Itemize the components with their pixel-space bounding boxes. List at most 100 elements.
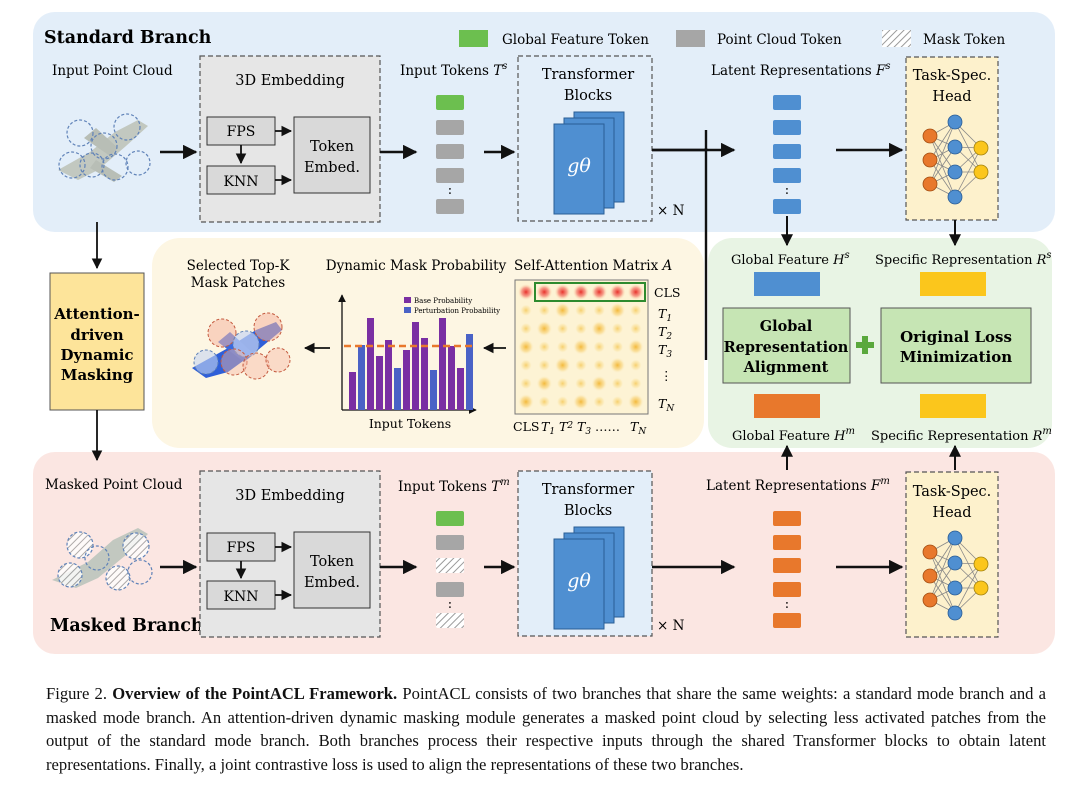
masked-point-cloud-label: Masked Point Cloud	[45, 477, 183, 493]
attention-cell	[591, 320, 608, 337]
standard-fps-box	[206, 116, 276, 146]
caption-title: Overview of the PointACL Framework.	[112, 684, 398, 703]
global-feature-s-bar	[754, 272, 820, 296]
base-probability-bar	[403, 350, 410, 410]
attention-cell	[593, 359, 606, 372]
attention-cell	[611, 340, 624, 353]
attention-cell	[520, 377, 532, 390]
masked-latent-label: Latent Representations Fm	[706, 476, 890, 494]
specific-rep-s-bar	[920, 272, 986, 296]
attention-cell	[611, 395, 624, 408]
figure-caption: Figure 2. Overview of the PointACL Frame…	[46, 682, 1046, 776]
attention-cell	[591, 375, 608, 392]
legend-global-token-label: Global Feature Token	[502, 32, 649, 48]
standard-embedding-title: 3D Embedding	[235, 73, 344, 89]
masked-latent-token	[773, 558, 801, 573]
standard-token-embed-box	[293, 116, 371, 194]
masked-head-label-1: Task-Spec.	[913, 484, 992, 500]
input-point-cloud-image	[58, 113, 151, 182]
masked-latent-token	[773, 535, 801, 550]
global-feature-m-bar	[754, 394, 820, 418]
standard-transformer-layer	[553, 123, 605, 215]
framework-diagram: Global Feature Token Point Cloud Token M…	[33, 12, 1055, 654]
perturbation-probability-bar	[448, 346, 455, 410]
specific-rep-s-label: Specific Representation Rs	[875, 250, 1052, 268]
mask-probability-title: Dynamic Mask Probability	[326, 258, 507, 274]
masking-box-line-3: Dynamic	[60, 346, 133, 364]
perturbation-probability-bar	[358, 345, 365, 410]
masked-latent-token	[773, 582, 801, 597]
attention-cell	[574, 304, 587, 317]
standard-latent-dots: :	[785, 183, 789, 198]
masked-head-network-icon	[922, 530, 989, 621]
attention-cell	[556, 395, 569, 408]
attention-cell	[593, 395, 606, 408]
masked-fps-box	[206, 532, 276, 562]
attention-cell	[593, 340, 606, 353]
standard-knn-box	[206, 165, 276, 195]
global-feature-s-label: Global Feature Hs	[731, 250, 850, 268]
original-loss-line-1: Original Loss	[900, 328, 1012, 346]
attention-cell	[538, 395, 551, 408]
perturbation-probability-bar	[430, 370, 437, 410]
attention-cell	[627, 284, 644, 300]
cls-row-highlight	[534, 282, 646, 302]
masked-token-dots: :	[448, 597, 452, 612]
masked-latent-token	[773, 511, 801, 526]
row-label-cls: CLS	[654, 285, 680, 300]
attention-cell	[627, 393, 644, 410]
attention-cell	[609, 357, 626, 374]
masked-point-token	[436, 582, 464, 597]
attention-cell	[593, 304, 606, 317]
standard-g-theta: gθ	[567, 155, 591, 177]
bar-legend-base: Base Probability	[414, 297, 472, 305]
attention-cell	[538, 304, 551, 317]
attention-cell	[536, 284, 553, 300]
standard-head-label-1: Task-Spec.	[913, 68, 992, 84]
masked-token-embed-label-2: Embed.	[304, 575, 360, 591]
legend-point-token-label: Point Cloud Token	[717, 32, 842, 48]
standard-latent-token	[773, 199, 801, 214]
original-loss-line-2: Minimization	[900, 348, 1012, 366]
masking-box-line-2: driven	[70, 326, 123, 344]
perturbation-probability-bar	[394, 368, 401, 410]
standard-point-token	[436, 199, 464, 214]
attention-cell	[538, 340, 551, 353]
masked-input-tokens-label: Input Tokens Tm	[398, 477, 510, 495]
masked-head-label-2: Head	[932, 505, 971, 521]
standard-latent-label: Latent Representations Fs	[711, 61, 890, 79]
base-probability-bar	[385, 340, 392, 410]
mask-probability-bars	[349, 318, 473, 410]
masking-box-line-1: Attention-	[53, 305, 139, 323]
standard-transformer-label-2: Blocks	[564, 88, 612, 104]
standard-fps-label: FPS	[227, 124, 256, 140]
selected-mask-patches-image	[192, 312, 291, 380]
standard-point-token	[436, 144, 464, 159]
attention-cell	[520, 322, 532, 335]
attention-cell	[629, 377, 642, 390]
standard-input-tokens-label: Input Tokens Ts	[400, 61, 507, 79]
masked-point-token	[436, 535, 464, 550]
base-probability-bar	[367, 318, 374, 410]
attention-cell	[629, 359, 642, 372]
standard-global-token	[436, 95, 464, 110]
masking-box-line-4: Masking	[61, 366, 134, 384]
base-probability-bar	[349, 372, 356, 410]
attention-cell	[609, 302, 626, 319]
masked-transformer-layer	[553, 538, 605, 630]
masked-token-embed-box	[293, 531, 371, 609]
attention-cell	[611, 377, 624, 390]
standard-times-n: × N	[657, 203, 685, 219]
attention-cell	[627, 338, 644, 355]
standard-latent-token	[773, 95, 801, 110]
global-alignment-line-3: Alignment	[743, 359, 829, 376]
legend-mask-token-swatch	[882, 30, 911, 47]
masked-branch-title: Masked Branch	[50, 616, 204, 636]
legend-point-token-swatch	[676, 30, 705, 47]
standard-token-embed-label-2: Embed.	[304, 160, 360, 176]
col-label-cls: CLS	[513, 419, 539, 434]
attention-cell	[518, 393, 534, 410]
attention-cell	[518, 338, 534, 355]
attention-cell	[609, 284, 626, 300]
attention-cell	[629, 304, 642, 317]
